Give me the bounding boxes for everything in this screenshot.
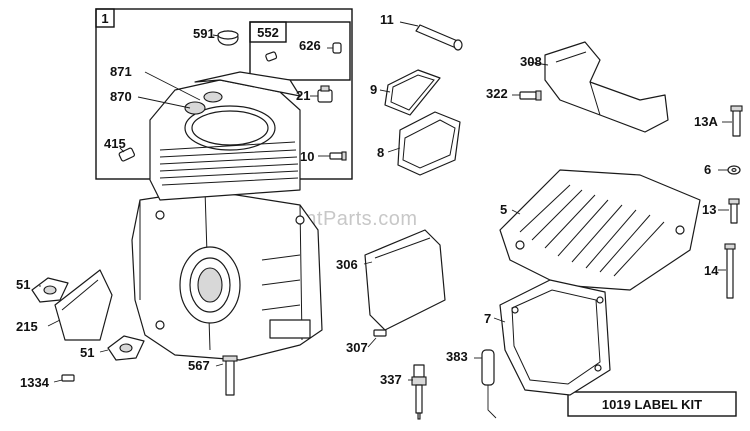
part-6-washer [727,165,741,175]
group-1-label: 1 [101,11,108,26]
leader-lines [39,21,732,383]
part-308-shroud [544,41,669,133]
callout-10: 10 [300,149,314,164]
part-13A-bolt [730,105,743,137]
callout-626: 626 [299,38,321,53]
callout-383: 383 [446,349,468,364]
crankcase-block [131,189,323,361]
callout-567: 567 [188,358,210,373]
callout-9: 9 [370,82,377,97]
part-21-cap [317,85,333,103]
callout-591: 591 [193,26,215,41]
group-552-frame [249,21,351,81]
part-10-screw [329,151,347,161]
group-1-tag [95,8,115,28]
part-8-cover [397,111,461,176]
callout-51-lower: 51 [80,345,94,360]
callout-13A: 13A [694,114,718,129]
callout-14: 14 [704,263,719,278]
cylinder [149,71,301,201]
callout-21: 21 [296,88,310,103]
part-51a-gasket [31,277,69,303]
group-552-tag [249,21,287,43]
part-626-pin [332,42,342,54]
part-567-bolt [222,355,238,396]
part-337-spark-plug [411,364,427,420]
callout-5: 5 [500,202,507,217]
callout-8: 8 [377,145,384,160]
callout-1334: 1334 [20,375,50,390]
part-14-bolt [724,243,736,299]
callout-337: 337 [380,372,402,387]
group-552-label: 552 [257,25,279,40]
part-1334-screw [61,374,75,382]
callout-215: 215 [16,319,38,334]
part-5-cylinder-head [499,169,701,291]
callout-51-upper: 51 [16,277,30,292]
callout-13: 13 [702,202,716,217]
callout-306: 306 [336,257,358,272]
label-kit-text: 1019 LABEL KIT [602,397,702,412]
part-51b-gasket [107,335,145,361]
part-13-bolt [728,198,740,224]
part-306-baffle [364,229,446,331]
callout-870: 870 [110,89,132,104]
callout-415: 415 [104,136,126,151]
callout-307: 307 [346,340,368,355]
callout-6: 6 [704,162,711,177]
part-307-screw [373,329,387,337]
part-552-stud [265,51,278,62]
part-383-ignition-wire [481,349,497,419]
callout-322: 322 [486,86,508,101]
callout-11: 11 [380,12,394,27]
label-kit-frame [567,391,737,417]
callout-871: 871 [110,64,132,79]
part-11-tube [415,24,463,51]
part-215-plate [54,269,113,341]
callout-308: 308 [520,54,542,69]
part-9-gasket [384,69,441,116]
part-591-ring [217,30,239,46]
part-7-head-gasket [499,279,611,396]
callout-7: 7 [484,311,491,326]
part-322-bolt [519,90,542,101]
